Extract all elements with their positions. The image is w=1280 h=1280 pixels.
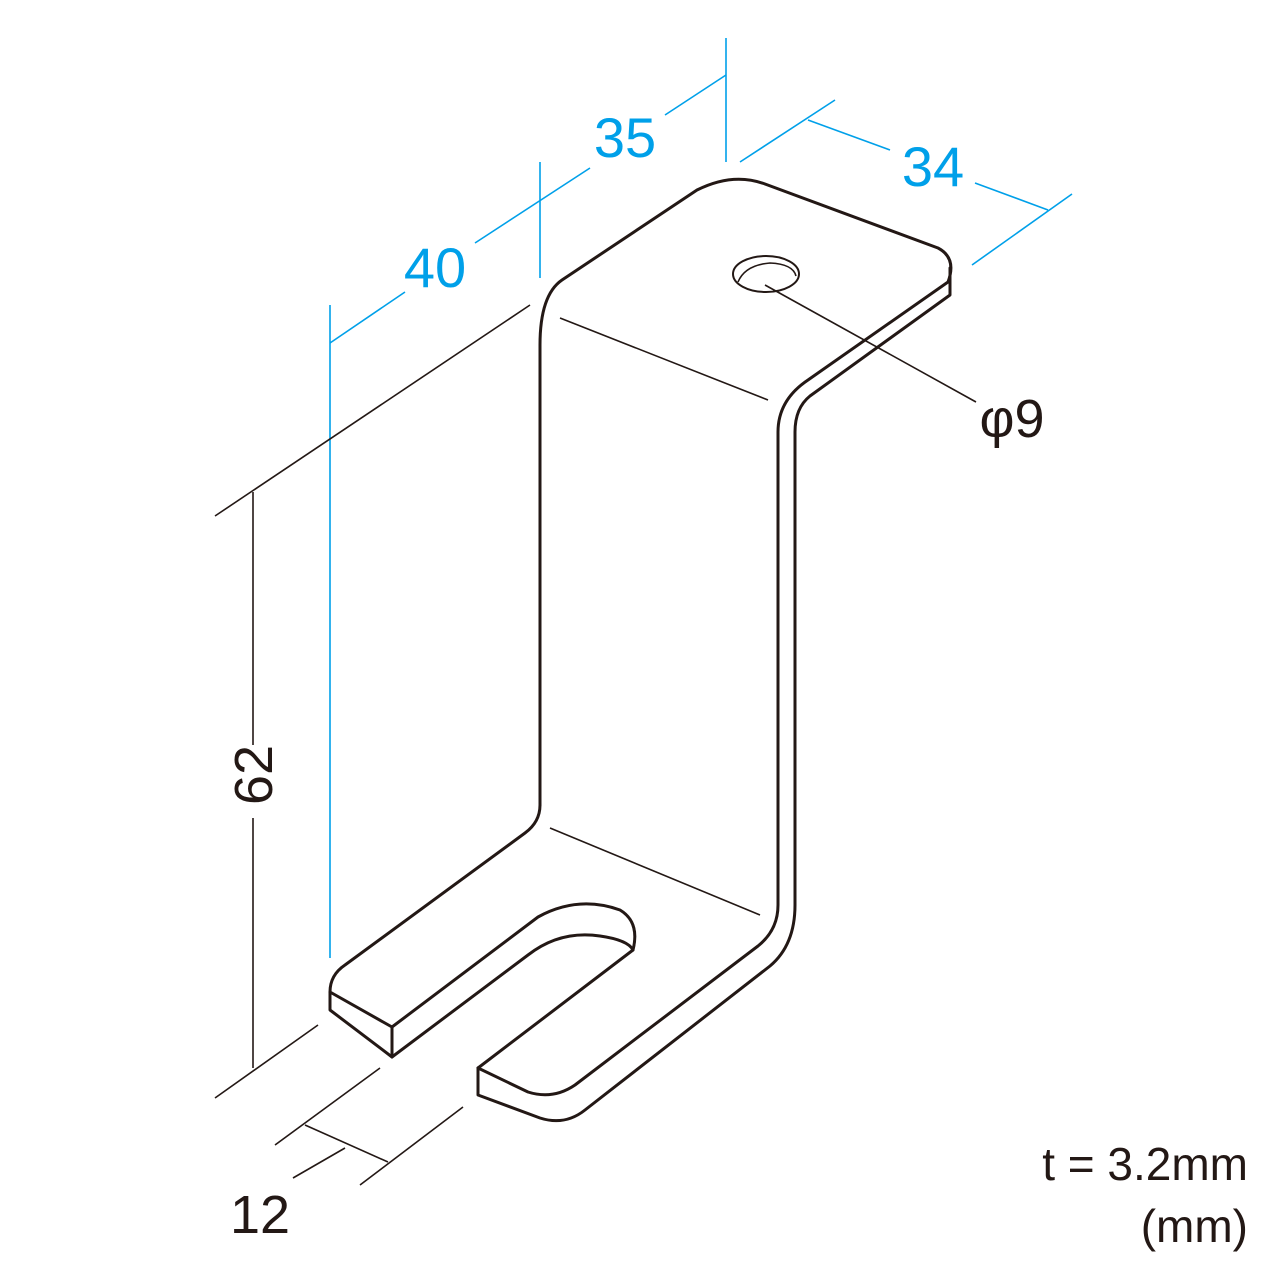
hole-inner-edge xyxy=(737,262,797,283)
dimension-34: 34 xyxy=(902,135,964,198)
dimension-12: 12 xyxy=(230,1185,290,1245)
unit-note: (mm) xyxy=(1141,1200,1248,1252)
left-tongue xyxy=(328,803,542,1059)
slot-top-edge xyxy=(390,902,637,1029)
dimension-40: 40 xyxy=(404,236,466,299)
flange-edge xyxy=(476,266,952,1123)
hole-leader-line xyxy=(764,284,977,403)
dimension-lines-blue xyxy=(329,38,1073,958)
dimension-lines-black xyxy=(214,304,531,1186)
dimension-62: 62 xyxy=(224,745,284,805)
thickness-note: t = 3.2mm xyxy=(1042,1138,1248,1190)
upper-bend-line xyxy=(559,317,769,401)
slot-inner-edge xyxy=(390,933,635,1070)
dimension-35: 35 xyxy=(594,106,656,169)
top-face-outline xyxy=(476,177,953,1097)
mounting-hole xyxy=(732,255,800,293)
bracket-part xyxy=(328,177,977,1123)
hole-diameter-label: φ9 xyxy=(979,389,1044,449)
lower-bend-line xyxy=(549,827,761,916)
